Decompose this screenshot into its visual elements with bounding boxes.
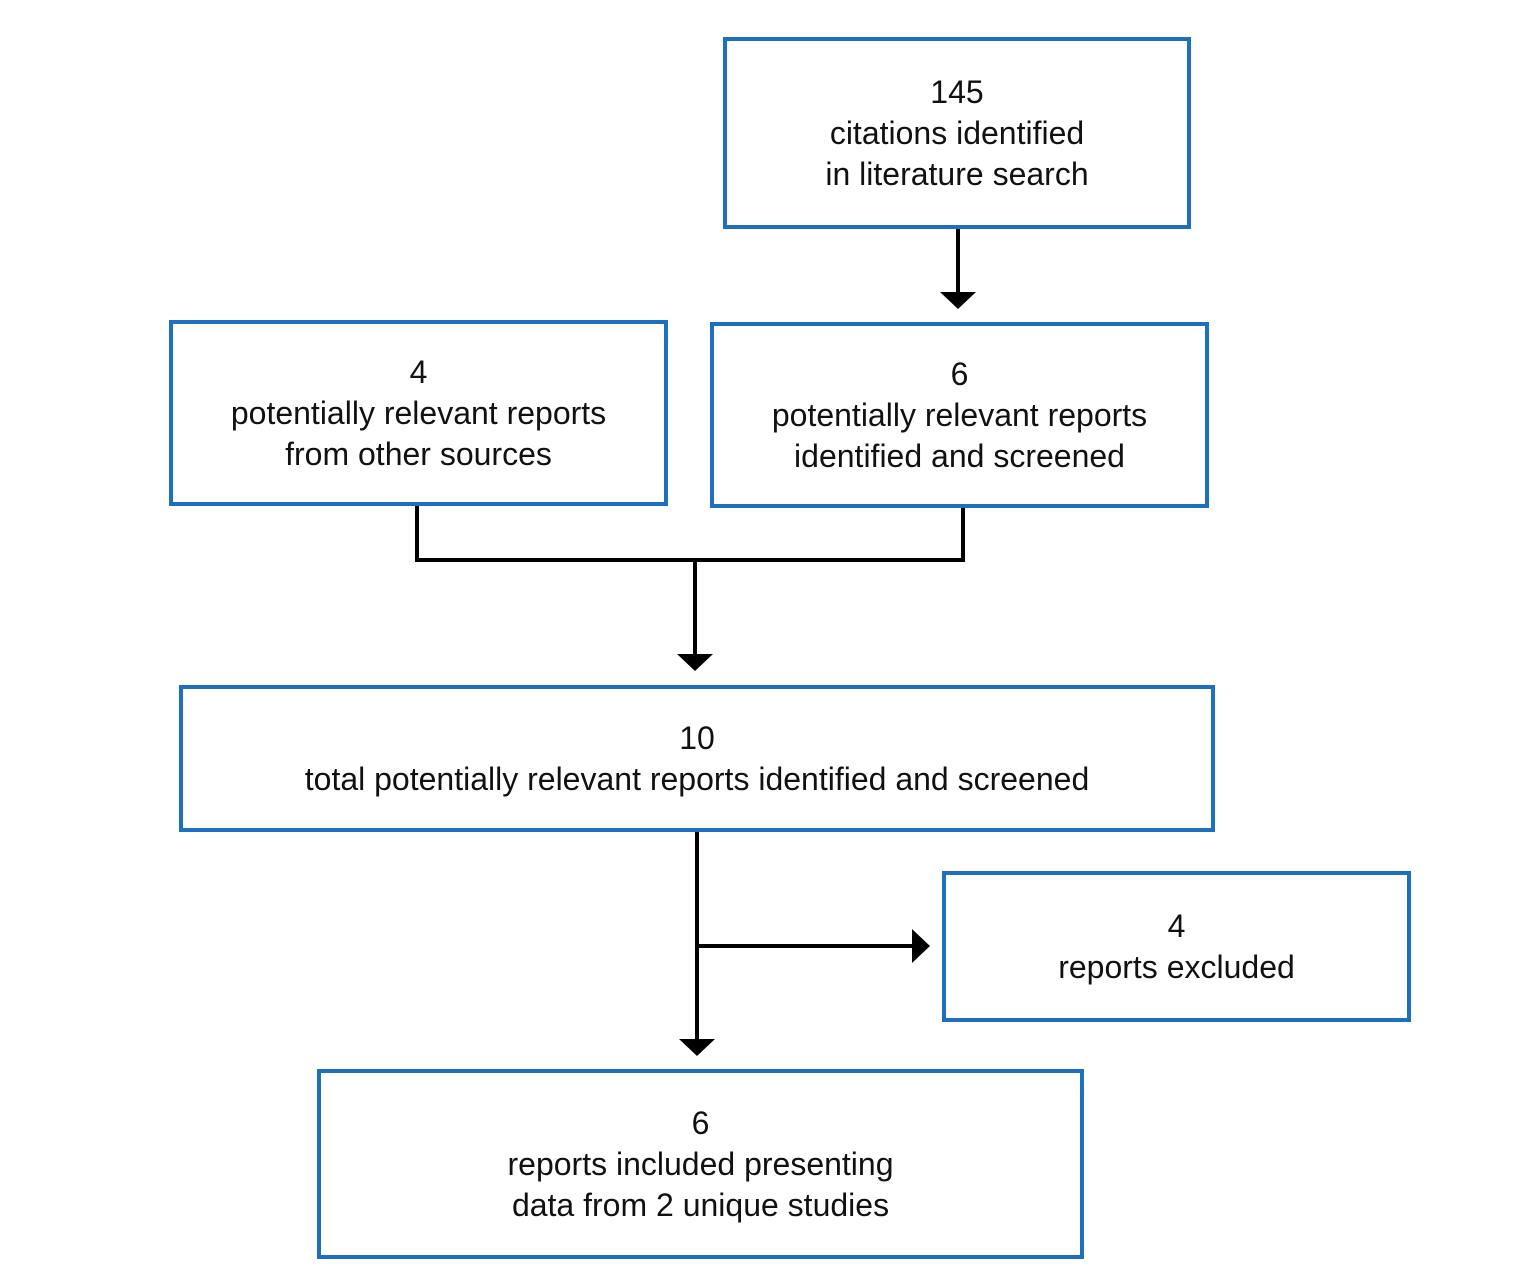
other-sources-line-1: potentially relevant reports: [230, 394, 607, 431]
connector-merge: [415, 506, 965, 562]
arrowhead-right-excluded: [912, 929, 930, 963]
citations-line-1: citations identified: [829, 114, 1085, 151]
excluded-line-1: reports excluded: [1058, 948, 1295, 985]
screened-line-1: potentially relevant reports: [771, 396, 1148, 433]
box-reports-excluded: 4 reports excluded: [942, 871, 1411, 1022]
citations-count: 145: [930, 73, 984, 110]
box-identified-screened: 6 potentially relevant reports identifie…: [710, 322, 1209, 508]
box-reports-included: 6 reports included presenting data from …: [317, 1069, 1084, 1259]
arrowhead-down-screened: [940, 292, 976, 309]
included-count: 6: [691, 1104, 710, 1141]
box-citations-identified: 145 citations identified in literature s…: [723, 37, 1191, 229]
box-other-sources: 4 potentially relevant reports from othe…: [169, 320, 668, 506]
other-sources-count: 4: [409, 353, 428, 390]
included-line-2: data from 2 unique studies: [511, 1186, 890, 1223]
total-count: 10: [679, 719, 715, 756]
citations-line-2: in literature search: [825, 155, 1089, 192]
box-total-screened: 10 total potentially relevant reports id…: [179, 685, 1215, 832]
other-sources-line-2: from other sources: [285, 435, 552, 472]
arrowhead-down-included: [679, 1039, 715, 1056]
excluded-count: 4: [1167, 907, 1186, 944]
total-line-1: total potentially relevant reports ident…: [304, 760, 1090, 797]
arrowhead-down-total: [677, 654, 713, 671]
included-line-1: reports included presenting: [507, 1145, 894, 1182]
screened-count: 6: [950, 355, 969, 392]
screened-line-2: identified and screened: [794, 437, 1125, 474]
